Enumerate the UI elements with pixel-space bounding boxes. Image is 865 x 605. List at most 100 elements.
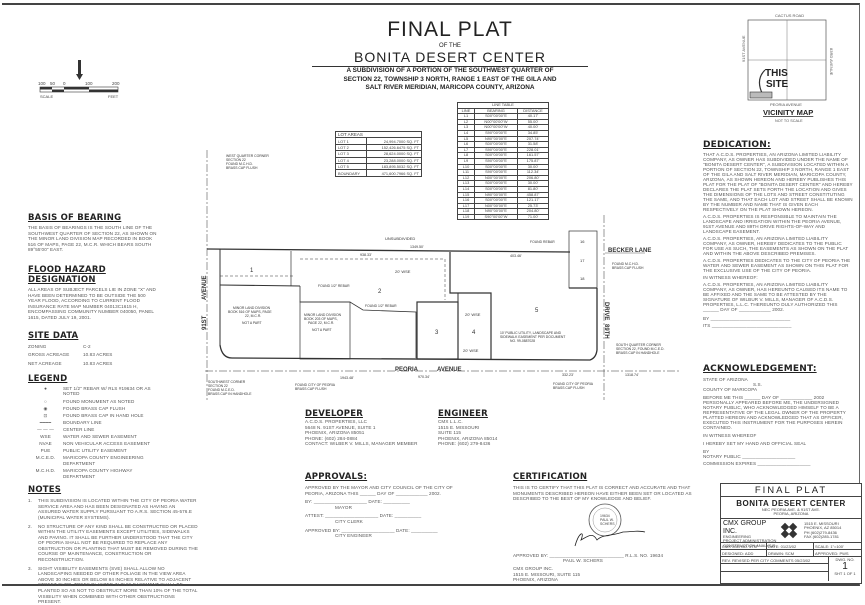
street-91st-avenue: 91ST: [202, 315, 208, 330]
dimension: 403.46': [510, 254, 522, 258]
its-label: ITS: [703, 323, 711, 328]
service: ENGINEERING: [723, 534, 752, 539]
legend-text: NON VEHICULAR ACCESS EASEMENT: [63, 441, 151, 447]
title-block-project: BONITA DESERT CENTER NEC PEORIA AVE. & 9…: [721, 497, 861, 519]
dimension: 1943.48': [340, 376, 354, 380]
note-text: SIGHT VISIBILITY EASEMENTS (SVE) SHALL A…: [38, 565, 198, 605]
sheet-border: [2, 3, 860, 586]
legend-symbol: ○: [44, 398, 47, 404]
line-table-heading: LINE TABLE: [457, 102, 549, 109]
approval-role: CITY CLERK: [335, 518, 363, 524]
corner-note: SOUTHWEST CORNER: [208, 380, 246, 384]
seal-line: I HEREBY SET MY HAND AND OFFICIAL SEAL: [703, 441, 807, 446]
distance: 40.17': [517, 113, 549, 120]
south-boundary: [219, 288, 598, 361]
lot-2-line: [299, 286, 417, 358]
approval-signature-row: BY: ____________________ DATE: _________…: [305, 499, 410, 505]
approvals-text: APPROVED BY THE MAYOR AND CITY COUNCIL O…: [305, 485, 453, 496]
engineer-line: PHONE: (602) 279-8436: [438, 441, 491, 447]
project-location: PEORIA, ARIZONA: [773, 511, 809, 517]
address-line: PHOENIX, AZ 85014: [804, 525, 842, 531]
corner-note: BRASS CAP IN HANDHOLE: [208, 392, 252, 396]
legend-symbol: M.C.E.D.: [35, 455, 56, 461]
street-becker-lane: BECKER LANE: [608, 248, 651, 254]
developer-heading: DEVELOPER: [305, 409, 363, 419]
legend-item: ━━━━BOUNDARY LINE: [28, 420, 158, 426]
engineer-line: PHOENIX, ARIZONA 85014: [438, 435, 498, 441]
signature: [574, 530, 646, 546]
certification-heading: CERTIFICATION: [513, 472, 588, 482]
approval-line: APPROVED BY: ____________________ DATE: …: [305, 528, 465, 539]
subtitle-line: SECTION 22, TOWNSHIP 3 NORTH, RANGE 1 EA…: [343, 75, 557, 83]
address-line: 1515 E. MISSOURI: [804, 521, 839, 526]
corner-note: SECTION 22: [226, 158, 246, 162]
dwg-label: DWG. NO.: [835, 557, 855, 562]
legend-item: ◉FOUND BRASS CAP FLUSH: [28, 406, 158, 412]
legend-item: ○FOUND MONUMENT AS NOTED: [28, 399, 158, 405]
by-line: BY: [703, 449, 710, 454]
north-arrow-icon: [76, 60, 83, 80]
job-number: CMX JOB NO. 5737: [721, 543, 767, 549]
approval-signature-row: APPROVED BY: ____________________ DATE: …: [305, 527, 438, 533]
scale-bar: 100 50 0 100 200 SCALE FEET: [38, 81, 120, 99]
corner-note: SECTION 22, FOUND M.C.E.D.: [616, 347, 664, 351]
developer-line: PHONE: (602) 284-0884: [305, 435, 358, 441]
approval-label: BY:: [305, 499, 313, 505]
notary-label: NOTARY PUBLIC: [703, 454, 741, 459]
dedication-heading: DEDICATION:: [703, 140, 771, 150]
note-number: 1.: [28, 498, 33, 504]
subdivision-name: BONITA DESERT CENTER: [312, 49, 588, 67]
firm-line: CMX GROUP INC.: [513, 565, 554, 571]
legend-item: ⊡FOUND BRASS CAP IN HAND HOLE: [28, 413, 158, 419]
mld-note: NOT A PART: [312, 328, 332, 332]
legend-heading: LEGEND: [28, 374, 68, 385]
dimension: 1349.50': [410, 245, 424, 249]
commission-label: COMMISSION EXPIRES: [703, 461, 757, 466]
engineer-heading: ENGINEER: [438, 409, 488, 419]
street-peoria-avenue: PEORIA: [395, 367, 419, 373]
scale-label: SCALE: [40, 94, 53, 99]
seal-name: SCHERS: [600, 522, 615, 526]
surveyor-seal-and-signature: 19634 PAUL W. SCHERS: [574, 503, 646, 546]
legend-item: — — —CENTER LINE: [28, 427, 158, 433]
engineer-line: 1515 E. MISSOURI: [438, 424, 480, 430]
approvals-section: APPROVALS: APPROVED BY THE MAYOR AND CIT…: [305, 472, 465, 539]
job-row: CMX JOB NO. 5737 DATE: 01/23/02 SCALE: 1…: [721, 543, 861, 550]
company-block: CMX GROUP INC. ENGINEERING PROJECT ADMIN…: [721, 519, 861, 548]
street-peoria-avenue: AVENUE: [437, 367, 462, 373]
dedication-its-line: ITS ______________________________: [703, 323, 792, 328]
developer-line: A.C.D.S. PROPERTIES, LLC: [305, 419, 368, 424]
mld-note: 22, M.C.R.: [245, 314, 261, 318]
legend-symbol: ◉: [43, 405, 48, 411]
subtitle-line: SALT RIVER MERIDIAN, MARICOPA COUNTY, AR…: [365, 84, 535, 92]
legend-text: PUBLIC UTILITY EASEMENT: [63, 448, 127, 454]
column-header: DISTANCE: [517, 107, 549, 115]
date-label: DATE:: [379, 513, 394, 519]
road-label: 91ST AVENUE: [741, 35, 746, 62]
distance: 55.00': [517, 118, 549, 126]
monument-note: BRASS CAP FLUSH: [553, 386, 585, 390]
corner-note: WEST QUARTER CORNER: [226, 154, 269, 158]
monument-note: FOUND 1/2" REBAR: [365, 304, 397, 308]
developer-line: PHOENIX, ARIZONA 85051: [305, 430, 365, 436]
scale: SCALE: 1"=100': [815, 544, 844, 549]
site-data-label: GROSS ACREAGE: [28, 352, 70, 358]
date-label: DATE:: [368, 499, 382, 505]
legend-symbol: WSE: [40, 433, 51, 439]
approval-line: ATTEST: ____________________ DATE: _____…: [305, 513, 465, 524]
notes-heading: NOTES: [28, 485, 62, 496]
monument-note: BRASS CAP FLUSH: [612, 266, 644, 270]
certification-section: CERTIFICATION THIS IS TO CERTIFY THAT TH…: [513, 472, 695, 583]
dimension: 938.33': [360, 253, 372, 257]
revision-row: REV. REVISED PER CITY COMMENTS 05/23/02 …: [721, 557, 861, 581]
